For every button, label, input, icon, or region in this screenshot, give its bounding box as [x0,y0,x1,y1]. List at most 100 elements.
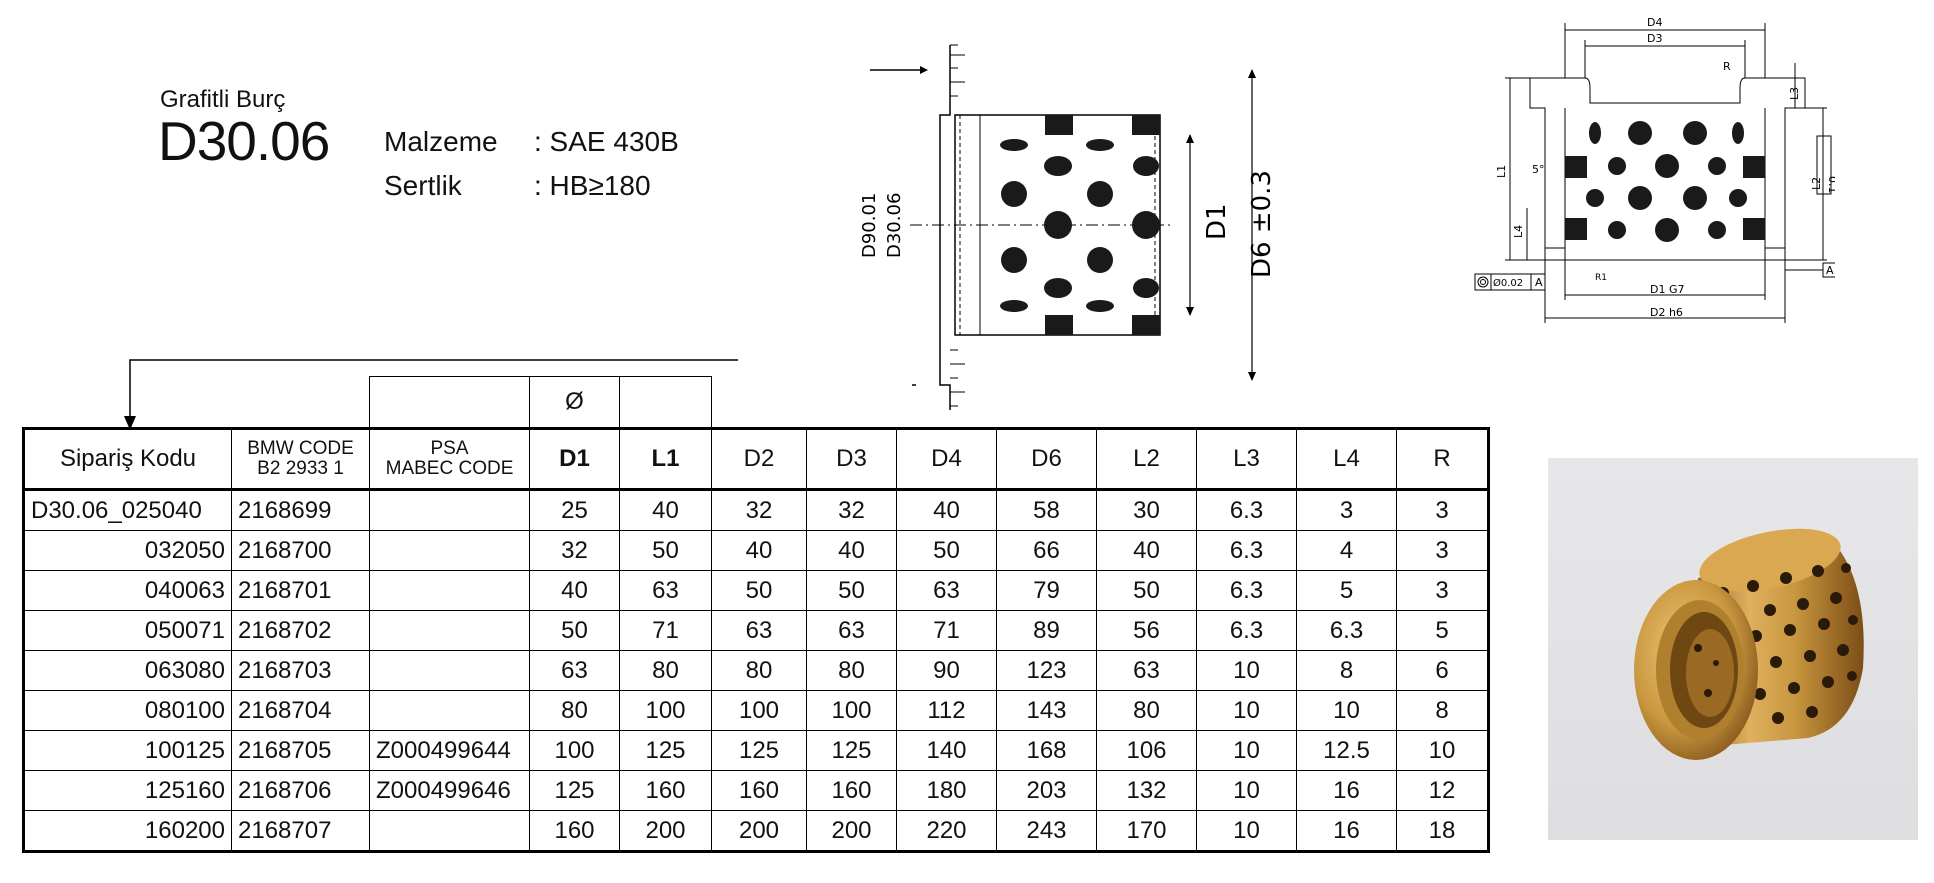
cell-bmw-code: 2168700 [231,530,370,571]
header-bmw-code: BMW CODE B2 2933 1 [231,427,370,491]
cell-l1: 40 [619,489,712,531]
cell-d3: 63 [806,610,897,651]
cell-bmw-code: 2168704 [231,690,370,731]
cell-d2: 32 [711,489,807,531]
cell-r: 10 [1396,730,1490,771]
cell-bmw-code: 2168699 [231,489,370,531]
cell-d3: 160 [806,770,897,811]
cell-d2: 50 [711,570,807,611]
cell-d2: 80 [711,650,807,691]
cell-siparis-kodu: 032050 [22,530,232,571]
header-l3: L3 [1196,427,1297,491]
cell-l2: 30 [1096,489,1197,531]
cell-d2: 40 [711,530,807,571]
fcf-datum-label: A [1535,276,1543,289]
l1-label: L1 [1495,165,1508,178]
cell-d6: 143 [996,690,1097,731]
cell-r: 18 [1396,810,1490,853]
product-photo [1548,458,1918,840]
d3-label: D3 [1647,32,1662,45]
cell-l2: 80 [1096,690,1197,731]
header-d3: D3 [806,427,897,491]
cell-l1: 80 [619,650,712,691]
hardness-label: Sertlik [384,170,462,201]
section-drawing: D4 D3 R L3 5° L1 L2 L4 0.1 A A Ø0.02 R1 … [1474,16,1835,323]
cell-d1: 63 [529,650,620,691]
d1g7-label: D1 G7 [1650,283,1685,296]
cell-d4: 63 [896,570,997,611]
cell-r: 3 [1396,570,1490,611]
d3006-label: D30.06 [884,193,905,258]
cell-d6: 243 [996,810,1097,853]
cell-psa-mabec-code [369,810,530,853]
cell-d3: 40 [806,530,897,571]
cell-l2: 40 [1096,530,1197,571]
cell-psa-mabec-code: Z000499644 [369,730,530,771]
cell-bmw-code: 2168701 [231,570,370,611]
cell-l1: 100 [619,690,712,731]
side-view-drawing: D1 D6 ±0.3 D90.01 D30.06 [859,44,1277,410]
cell-psa-mabec-code [369,610,530,651]
cell-l3: 10 [1196,690,1297,731]
cell-d3: 32 [806,489,897,531]
cell-psa-mabec-code [369,530,530,571]
cell-d6: 89 [996,610,1097,651]
cell-siparis-kodu: 100125 [22,730,232,771]
header-d6: D6 [996,427,1097,491]
cell-d4: 71 [896,610,997,651]
cell-l3: 6.3 [1196,489,1297,531]
cell-d2: 200 [711,810,807,853]
cell-l3: 10 [1196,650,1297,691]
cell-d4: 180 [896,770,997,811]
bushing-illustration [1634,528,1864,760]
cell-d3: 125 [806,730,897,771]
cell-psa-mabec-code [369,570,530,611]
cell-d4: 140 [896,730,997,771]
d4-label: D4 [1647,16,1662,29]
l2-label: L2 [1810,177,1823,190]
table-top-row: Ø [24,376,1489,429]
cell-l4: 4 [1296,530,1397,571]
cell-l2: 132 [1096,770,1197,811]
cell-d1: 32 [529,530,620,571]
cell-r: 3 [1396,489,1490,531]
cell-d4: 112 [896,690,997,731]
cell-l4: 8 [1296,650,1397,691]
cell-l4: 3 [1296,489,1397,531]
cell-siparis-kodu: 160200 [22,810,232,853]
table-pointer-arrow [124,359,738,430]
cell-l4: 16 [1296,770,1397,811]
angle-label: 5° [1532,163,1545,176]
header-l4: L4 [1296,427,1397,491]
cell-l3: 10 [1196,810,1297,853]
d1-label: D1 [1202,203,1232,240]
cell-l2: 170 [1096,810,1197,853]
cell-d1: 25 [529,489,620,531]
cell-d1: 80 [529,690,620,731]
cell-d3: 80 [806,650,897,691]
cell-siparis-kodu: 040063 [22,570,232,611]
concentricity-label: Ø0.02 [1493,277,1523,289]
cell-r: 5 [1396,610,1490,651]
hardness-value: : HB≥180 [534,170,651,201]
cell-l2: 56 [1096,610,1197,651]
cell-d6: 79 [996,570,1097,611]
cell-psa-mabec-code: Z000499646 [369,770,530,811]
cell-r: 3 [1396,530,1490,571]
d9001-label: D90.01 [859,193,880,258]
r-label: R [1723,60,1731,73]
cell-psa-mabec-code [369,489,530,531]
cell-d1: 100 [529,730,620,771]
cell-bmw-code: 2168702 [231,610,370,651]
header-l1: L1 [619,427,712,491]
cell-d1: 125 [529,770,620,811]
cell-d4: 50 [896,530,997,571]
l3-label: L3 [1788,87,1801,100]
